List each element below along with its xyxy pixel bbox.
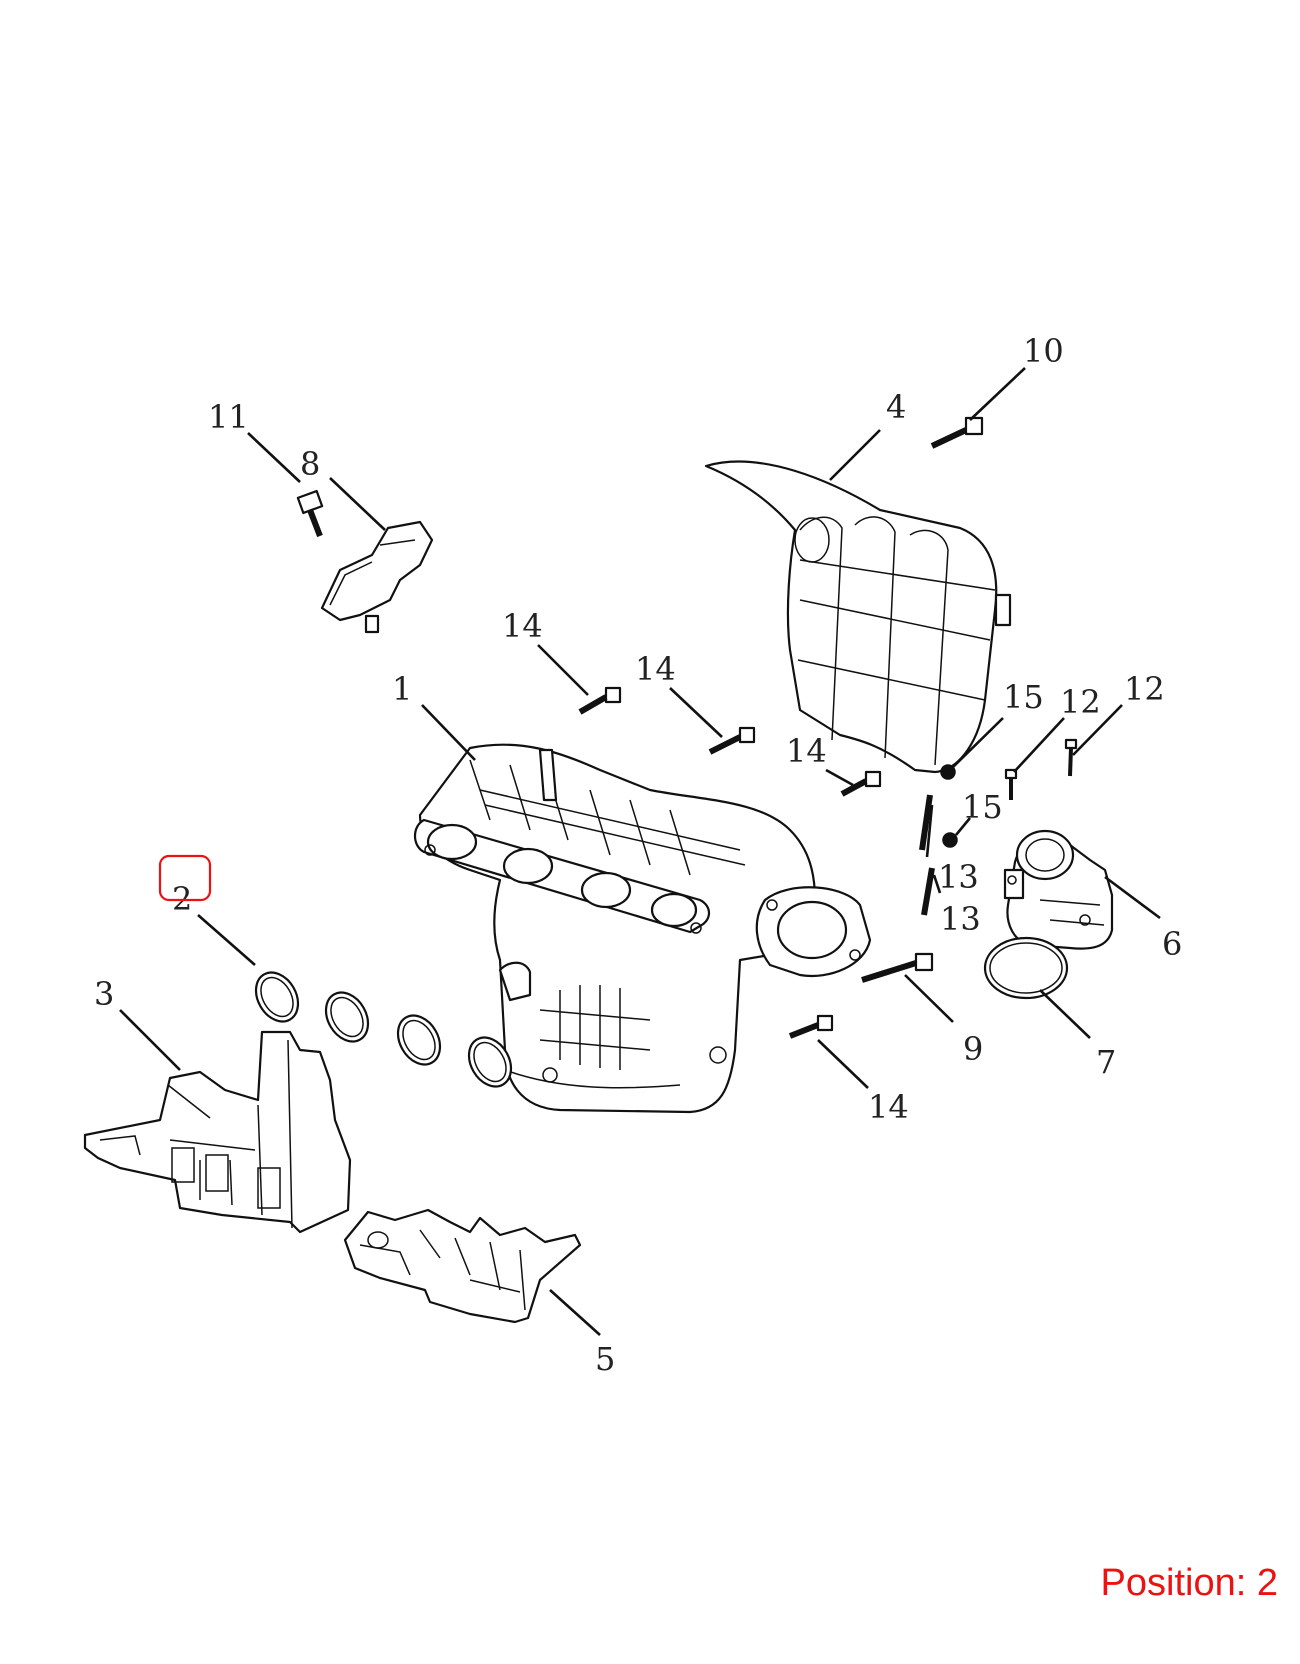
bolt-14-c[interactable] — [840, 770, 882, 797]
callout-15-b: 15 — [962, 788, 1003, 826]
callout-2-highlight-box — [158, 854, 212, 902]
nut-15-a[interactable] — [940, 764, 956, 780]
stud-13-b[interactable] — [921, 867, 935, 916]
callout-9: 9 — [963, 1030, 983, 1068]
bolt-11[interactable] — [296, 489, 324, 538]
nut-15-b[interactable] — [942, 832, 958, 848]
callout-6: 6 — [1162, 925, 1182, 963]
stud-13-a[interactable] — [919, 794, 933, 851]
callout-14-a: 14 — [502, 607, 543, 645]
callout-10: 10 — [1023, 332, 1064, 370]
callout-12-a: 12 — [1060, 683, 1101, 721]
bolt-12-a[interactable] — [1004, 768, 1018, 800]
callout-4: 4 — [886, 388, 906, 426]
part-4-manifold-cover[interactable] — [704, 460, 1012, 774]
callout-7: 7 — [1096, 1043, 1116, 1081]
part-1-intake-manifold[interactable] — [413, 743, 872, 1114]
part-7-o-ring[interactable] — [983, 936, 1069, 1000]
bolt-10[interactable] — [930, 416, 984, 449]
callout-15-a: 15 — [1003, 678, 1044, 716]
callout-13-a: 13 — [938, 858, 979, 896]
callout-8: 8 — [300, 445, 320, 483]
bolt-14-d[interactable] — [788, 1014, 834, 1039]
callout-13-b: 13 — [940, 900, 981, 938]
callout-5: 5 — [595, 1340, 615, 1378]
leader-lines — [119, 367, 1161, 1336]
position-label: Position: 2 — [1100, 1562, 1278, 1604]
bolt-14-a[interactable] — [578, 686, 622, 715]
callout-14-b: 14 — [635, 650, 676, 688]
part-3-bracket[interactable] — [83, 1030, 352, 1234]
bolt-14-b[interactable] — [708, 726, 756, 755]
part-5-bracket[interactable] — [343, 1208, 582, 1324]
callout-14-c: 14 — [786, 732, 827, 770]
bolt-12-b[interactable] — [1064, 738, 1078, 777]
callout-1: 1 — [392, 670, 412, 708]
callout-11: 11 — [208, 398, 249, 436]
part-2-gaskets[interactable] — [248, 965, 520, 1094]
callout-3: 3 — [94, 975, 114, 1013]
bolt-9[interactable] — [861, 952, 934, 983]
part-8-sensor[interactable] — [320, 520, 434, 634]
part-6-throttle-body[interactable] — [1003, 829, 1114, 950]
callout-12-b: 12 — [1124, 670, 1165, 708]
callout-14-d: 14 — [868, 1088, 909, 1126]
